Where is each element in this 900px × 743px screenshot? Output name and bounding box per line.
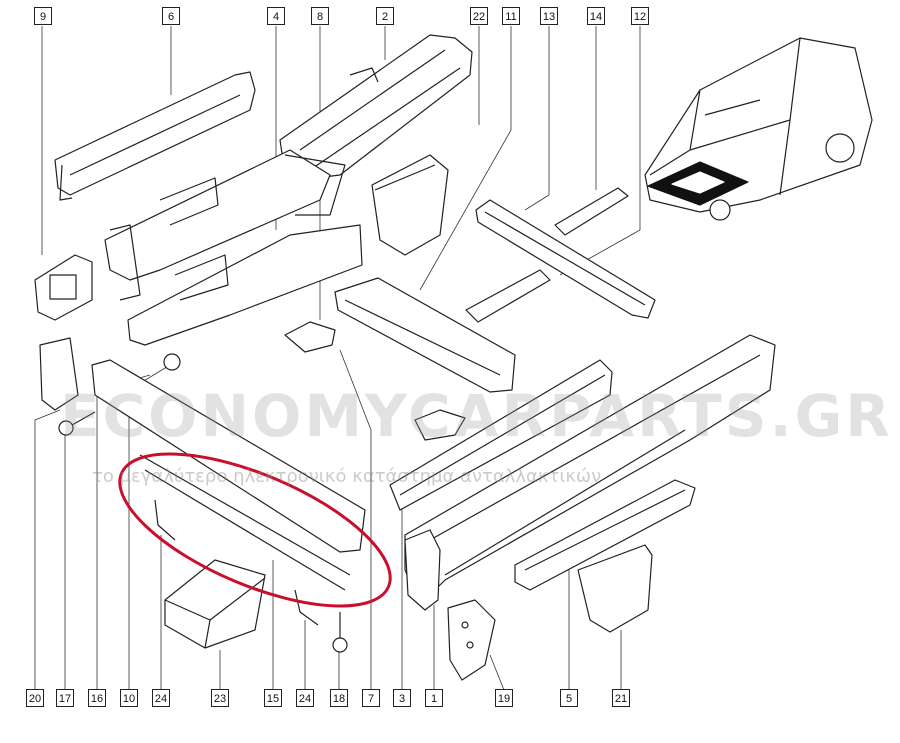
part-5: [514, 479, 696, 591]
callout-top-0[interactable]: 9: [34, 7, 52, 25]
part-7: [414, 409, 466, 441]
part-16: [39, 337, 79, 411]
callout-top-5[interactable]: 22: [470, 7, 488, 25]
callout-bottom-3[interactable]: 10: [120, 689, 138, 707]
part-24-left: [154, 499, 176, 541]
part-4: [104, 149, 363, 346]
callout-bottom-13[interactable]: 5: [560, 689, 578, 707]
part-12: [465, 269, 551, 323]
callout-top-8[interactable]: 14: [587, 7, 605, 25]
part-19: [447, 599, 496, 681]
part-10-nut: [163, 353, 181, 371]
callout-top-2[interactable]: 4: [267, 7, 285, 25]
callout-top-9[interactable]: 12: [631, 7, 649, 25]
part-17-bolt: [58, 411, 96, 436]
part-18-bolt: [332, 612, 348, 653]
callout-bottom-1[interactable]: 17: [56, 689, 74, 707]
callout-top-4[interactable]: 2: [376, 7, 394, 25]
callout-top-6[interactable]: 11: [502, 7, 520, 25]
callout-bottom-4[interactable]: 24: [152, 689, 170, 707]
leader-lines: [34, 26, 641, 691]
watermark-brand: ECONOMYCARPARTS.GR: [60, 382, 893, 450]
callout-bottom-0[interactable]: 20: [26, 689, 44, 707]
callout-bottom-6[interactable]: 15: [264, 689, 282, 707]
callout-top-7[interactable]: 13: [540, 7, 558, 25]
part-8: [284, 321, 336, 353]
van-illustration: [644, 37, 873, 221]
callout-bottom-2[interactable]: 16: [88, 689, 106, 707]
callout-bottom-8[interactable]: 18: [330, 689, 348, 707]
callout-top-3[interactable]: 8: [311, 7, 329, 25]
part-9: [34, 254, 93, 321]
part-3: [389, 359, 613, 511]
callout-bottom-14[interactable]: 21: [612, 689, 630, 707]
part-21: [577, 544, 653, 633]
callout-bottom-12[interactable]: 19: [495, 689, 513, 707]
part-15: [91, 359, 366, 591]
callout-bottom-7[interactable]: 24: [296, 689, 314, 707]
part-2: [279, 34, 473, 181]
highlight-ellipse: [118, 452, 392, 608]
part-6: [54, 71, 256, 201]
callout-bottom-10[interactable]: 3: [393, 689, 411, 707]
part-14: [554, 187, 629, 236]
callout-bottom-5[interactable]: 23: [211, 689, 229, 707]
part-22: [371, 154, 449, 256]
callout-bottom-9[interactable]: 7: [362, 689, 380, 707]
part-24-right: [294, 589, 319, 626]
part-20: [404, 529, 441, 611]
watermark-tagline: το μεγαλύτερο ηλεκτρονικό κατάστημα αντα…: [92, 466, 602, 487]
callout-bottom-11[interactable]: 1: [425, 689, 443, 707]
part-11: [334, 277, 516, 393]
callout-top-1[interactable]: 6: [162, 7, 180, 25]
part-13: [475, 199, 656, 319]
